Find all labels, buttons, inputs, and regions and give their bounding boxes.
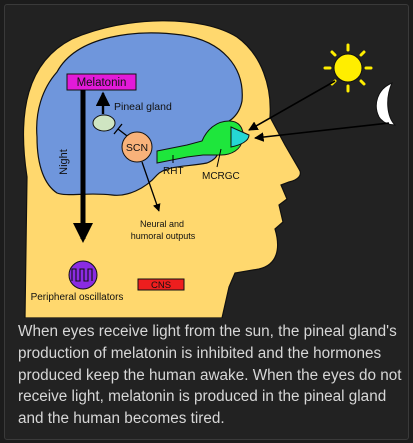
oscillator-wave xyxy=(71,268,93,282)
night-label: Night xyxy=(58,149,70,175)
melatonin-label: Melatonin xyxy=(77,77,127,89)
inhibition-bar xyxy=(113,123,123,135)
scn-node xyxy=(121,131,153,163)
image-frame: Melatonin Pineal gland SCN RHT MCRGC Nig… xyxy=(4,4,409,440)
eye xyxy=(230,126,250,148)
moonlight-arrow xyxy=(254,122,390,142)
optic-tract xyxy=(156,120,244,164)
melatonin-box xyxy=(66,73,137,91)
melatonin-diagram: Melatonin Pineal gland SCN RHT MCRGC Nig… xyxy=(17,17,406,318)
caption-text: When eyes receive light from the sun, th… xyxy=(18,323,402,428)
mcrgc-tick xyxy=(216,148,222,168)
sunlight-arrow xyxy=(248,80,336,131)
pineal-gland xyxy=(92,114,116,132)
peripheral-oscillator xyxy=(68,260,98,290)
mcrgc-label: MCRGC xyxy=(202,171,240,182)
peripheral-oscillators-label: Peripheral oscillators xyxy=(31,292,124,303)
neural-outputs-label-2: humoral outputs xyxy=(131,231,196,241)
scn-label: SCN xyxy=(126,142,148,154)
neural-output-arrow xyxy=(141,161,161,212)
cns-box xyxy=(137,278,185,291)
pineal-gland-label: Pineal gland xyxy=(114,101,172,113)
cns-label: CNS xyxy=(151,280,171,291)
rht-label: RHT xyxy=(163,166,184,177)
neural-outputs-label-1: Neural and xyxy=(140,219,184,229)
